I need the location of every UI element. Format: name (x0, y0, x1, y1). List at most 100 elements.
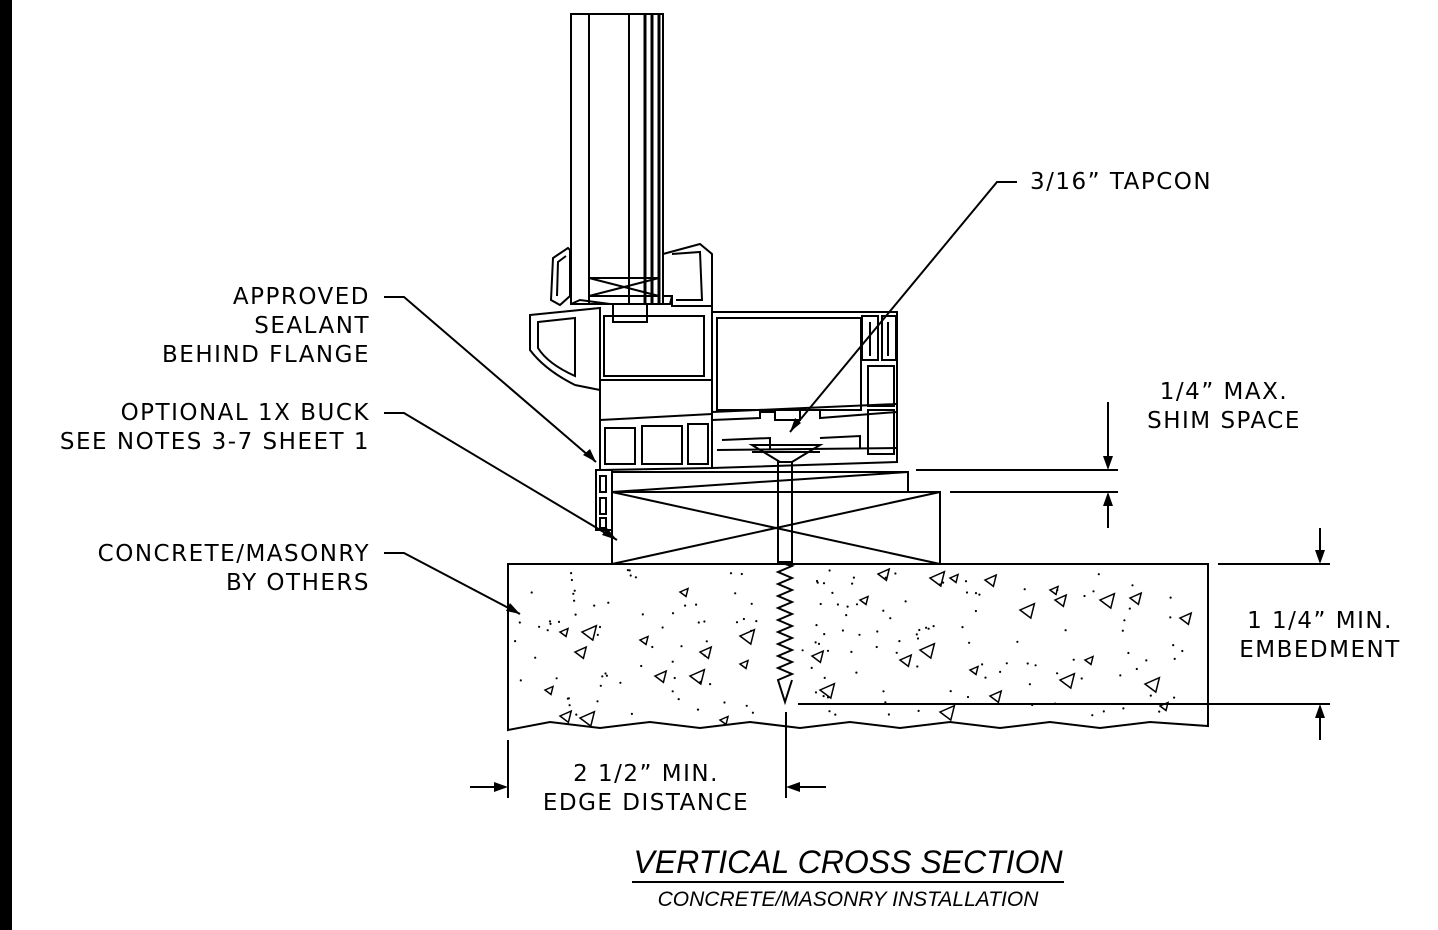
aggregate-mark (878, 569, 889, 580)
stipple-dot (680, 645, 683, 648)
tapcon-label: 3/16” TAPCON (1030, 169, 1213, 195)
stipple-dot (1102, 710, 1105, 713)
embedment-label: 1 1/4” MIN. EMBEDMENT (1239, 608, 1401, 663)
stipple-dot (696, 708, 700, 711)
stipple-dot (1173, 696, 1176, 699)
stipple-dot (573, 599, 576, 602)
leader-arrowheads (506, 418, 801, 614)
stipple-dot (745, 704, 748, 707)
aggregate-mark (740, 630, 754, 644)
stipple-dot (1131, 584, 1134, 587)
aggregate-mark (1130, 593, 1141, 604)
stipple-dot (519, 679, 522, 682)
stipple-dot (1097, 573, 1100, 576)
stipple-dot (964, 580, 968, 583)
stipple-dot (916, 665, 919, 668)
aggregate-mark (690, 670, 704, 684)
glazing-unit (571, 14, 663, 304)
stipple-dot (961, 626, 964, 629)
flange-strip (596, 470, 612, 530)
edge-distance-label: 2 1/2” MIN. EDGE DISTANCE (542, 761, 750, 816)
stipple-dot (755, 620, 758, 623)
stipple-dot (538, 625, 541, 628)
stipple-dot (705, 640, 708, 643)
stipple-dot (604, 672, 607, 675)
stipple-dot (1064, 629, 1067, 632)
stipple-dot (703, 620, 706, 623)
aggregate-mark (900, 655, 911, 666)
stipple-dot (729, 572, 733, 575)
optional-buck-label: OPTIONAL 1X BUCK SEE NOTES 3-7 SHEET 1 (59, 400, 370, 455)
approved-sealant-label: APPROVED SEALANT BEHIND FLANGE (162, 284, 370, 368)
stipple-dot (1034, 664, 1037, 667)
stipple-dot (932, 625, 935, 628)
stipple-dot (826, 696, 830, 699)
stipple-dot (1092, 590, 1095, 593)
stipple-dot (1127, 651, 1130, 655)
aggregate-mark (930, 572, 944, 586)
stipple-dot (974, 609, 978, 613)
stipple-dot (817, 642, 821, 646)
stipple-dot (574, 613, 577, 616)
stipple-dot (846, 605, 849, 608)
stipple-dot (750, 629, 753, 633)
stipple-dot (751, 711, 755, 714)
stipple-dot (984, 676, 987, 679)
stipple-dot (568, 704, 571, 707)
stipple-dot (634, 576, 638, 579)
stipple-dot (630, 712, 634, 716)
stipple-dot (684, 604, 687, 607)
stipple-dot (822, 582, 826, 585)
aggregate-mark (720, 717, 728, 725)
stipple-dot (999, 670, 1002, 674)
stipple-dot (599, 684, 602, 687)
stipple-dot (831, 591, 834, 595)
stipple-dot (640, 664, 643, 668)
stipple-dot (855, 671, 858, 674)
drawing-title: VERTICAL CROSS SECTION (633, 844, 1063, 880)
aggregate-mark (985, 575, 996, 586)
stipple-dot (742, 617, 746, 621)
stipple-dot (1169, 616, 1172, 619)
stipple-dot (904, 600, 907, 603)
stipple-dot (965, 591, 969, 594)
stipple-dot (566, 697, 570, 700)
aggregate-mark (1060, 674, 1074, 688)
stipple-dot (884, 576, 887, 579)
stipple-dot (801, 649, 804, 652)
stipple-dot (1123, 619, 1126, 622)
aggregate-mark (1145, 678, 1159, 692)
stipple-dot (549, 622, 552, 626)
aggregate-mark (820, 684, 834, 698)
stipple-dot (875, 645, 878, 649)
stipple-dot (1016, 640, 1019, 643)
stipple-dot (915, 633, 918, 636)
stipple-dot (619, 681, 622, 684)
stipple-dot (734, 592, 737, 595)
aggregate-mark (940, 706, 954, 720)
stipple-dot (882, 690, 885, 693)
concrete-dots (514, 569, 1184, 717)
stipple-dot (534, 656, 537, 659)
stipple-dot (828, 569, 831, 572)
stipple-dot (1023, 588, 1026, 591)
stipple-dot (695, 603, 698, 606)
stipple-dot (1119, 674, 1122, 677)
stipple-dot (858, 633, 861, 636)
tapcon-screw (752, 445, 820, 702)
stipple-dot (1181, 649, 1184, 653)
stipple-dot (570, 578, 574, 582)
stipple-dot (841, 629, 845, 632)
aggregate-mark (1055, 595, 1066, 606)
aggregate-mark (560, 629, 568, 637)
aggregate-mark (812, 651, 823, 662)
stipple-dot (894, 572, 897, 575)
aggregate-mark (970, 667, 978, 675)
stipple-dot (575, 713, 578, 716)
leader-lines (384, 182, 1017, 614)
stipple-dot (1122, 707, 1125, 710)
stipple-dot (916, 637, 920, 640)
sash-profile (530, 244, 712, 470)
concrete-label: CONCRETE/MASONRY BY OTHERS (97, 541, 370, 596)
